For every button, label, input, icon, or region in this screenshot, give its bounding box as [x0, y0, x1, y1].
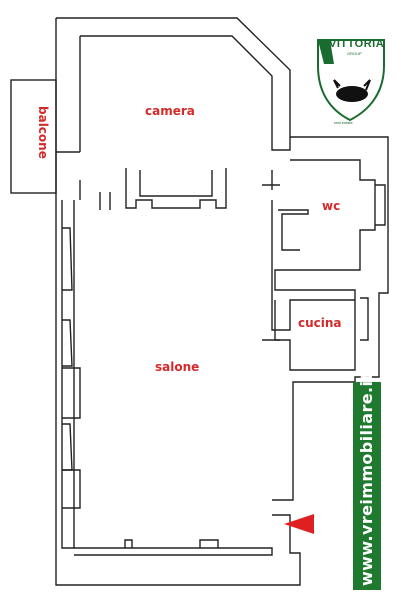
- bottom-notch-1: [124, 539, 133, 548]
- partition-left: [99, 192, 111, 210]
- room-label-salone: salone: [155, 360, 200, 374]
- bedroom-divider: [125, 168, 227, 209]
- left-facade: [55, 151, 81, 549]
- bottom-wall: [74, 547, 273, 556]
- room-label-balcone: balcone: [36, 82, 50, 192]
- room-label-cucina: cucina: [298, 316, 342, 330]
- window-2: [62, 319, 73, 367]
- room-label-wc: wc: [322, 199, 341, 213]
- door-mark: [262, 184, 280, 341]
- room-label-camera: camera: [145, 104, 195, 118]
- shield-icon: [317, 39, 385, 122]
- wc-wall: [278, 209, 309, 251]
- window-4: [62, 423, 73, 471]
- wc-window: [375, 184, 386, 226]
- entrance-arrow: [284, 514, 314, 534]
- window-3: [62, 367, 81, 419]
- logo-subtitle: GROUP: [347, 51, 362, 56]
- kitchen-window: [360, 297, 369, 341]
- logo-name: VITTORIA: [329, 38, 385, 50]
- agency-logo: VITTORIA GROUP real estate: [300, 34, 390, 125]
- window-1: [62, 227, 73, 291]
- inner-wall: [79, 35, 291, 152]
- outer-wall: [55, 17, 389, 586]
- website-link[interactable]: www.vreimmobiliare.it: [357, 372, 376, 586]
- logo-tagline: real estate: [334, 120, 353, 125]
- room-label-balcone-text: balcone: [36, 106, 50, 159]
- website-banner: www.vreimmobiliare.it: [353, 373, 381, 590]
- window-5: [62, 469, 81, 509]
- bottom-notch-2: [199, 539, 219, 548]
- interior-wall-right: [271, 159, 376, 331]
- kitchen-wall: [274, 300, 356, 371]
